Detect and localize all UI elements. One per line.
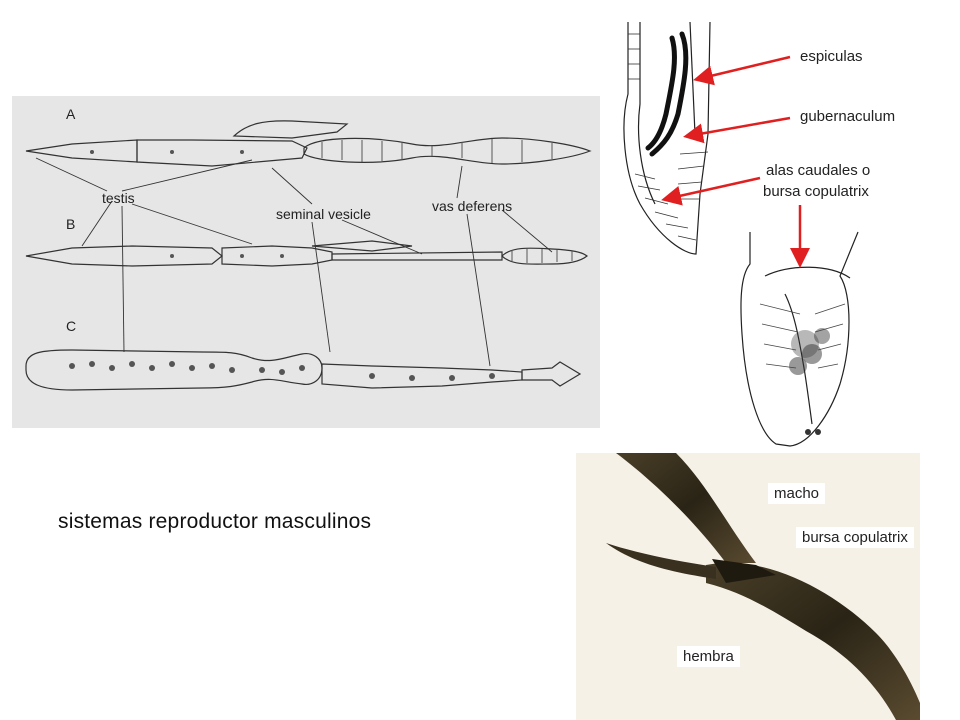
row-label-a: A: [66, 106, 76, 122]
label-vas-deferens: vas deferens: [432, 198, 513, 214]
label-espiculas: espiculas: [800, 48, 863, 65]
label-hembra: hembra: [677, 646, 740, 667]
label-alas-line1: alas caudales o: [766, 162, 871, 179]
male-worm-body: [616, 453, 756, 563]
spicule-2: [645, 35, 677, 151]
label-alas-line2: bursa copulatrix: [763, 183, 869, 200]
row-c-ejaculatory-tip: [521, 361, 582, 387]
arrow-espiculas: [693, 55, 791, 86]
mating-worms-photo: [576, 453, 920, 720]
row-a-upper-branch: [232, 120, 349, 139]
female-worm-body: [706, 562, 920, 720]
reproductive-system-diagram: A B C testis seminal vesicle vas deferen…: [12, 96, 600, 428]
bursa-junction: [712, 559, 776, 583]
label-testis: testis: [102, 190, 135, 206]
reproductive-system-drawing: [25, 120, 592, 391]
label-seminal-vesicle: seminal vesicle: [276, 206, 371, 222]
male-tail-diagram: [623, 21, 859, 447]
tail-body-outline: [623, 21, 711, 255]
arrow-alas: [661, 176, 761, 206]
caption: sistemas reproductor masculinos: [58, 510, 372, 533]
spicule-1: [649, 31, 689, 157]
row-b-duct: [331, 251, 503, 261]
mating-worms-drawing: [606, 453, 920, 720]
label-gubernaculum: gubernaculum: [800, 108, 896, 125]
row-label-c: C: [66, 318, 77, 334]
label-bursa-copulatrix: bursa copulatrix: [796, 527, 914, 548]
label-macho: macho: [768, 483, 826, 504]
female-tail-tip: [606, 543, 716, 579]
bursa-outline: [740, 231, 859, 447]
row-label-b: B: [66, 216, 76, 232]
tail-inner-line: [637, 22, 656, 205]
arrow-gubernaculum: [683, 116, 791, 144]
row-a-vas-deferens: [303, 137, 592, 165]
row-b-upper-branch: [311, 240, 413, 252]
row-b-vas-deferens: [501, 247, 588, 265]
